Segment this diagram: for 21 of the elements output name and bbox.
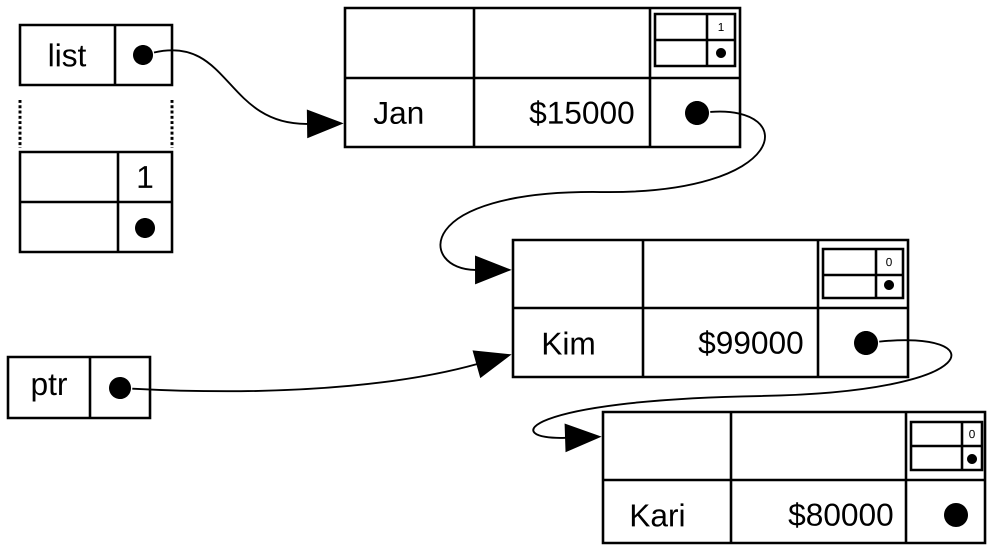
pointer-dot (884, 280, 894, 290)
cell-text: $80000 (788, 502, 892, 528)
pointer-dot (109, 377, 131, 399)
pointer-dot (967, 454, 977, 464)
cell-text: Kari (632, 503, 684, 527)
pointer-dot (716, 48, 726, 58)
cell-text: 1 (718, 22, 724, 32)
cell-text: $15000 (530, 100, 634, 126)
cell-text: Jan (374, 102, 422, 124)
cell-text: 0 (886, 258, 892, 266)
pointer-dot (944, 503, 968, 527)
cell-text: $99000 (698, 330, 802, 356)
cell-text: Kim (544, 332, 594, 354)
cell-text: ptr (32, 374, 67, 402)
pointer-dot (685, 101, 709, 125)
cell-text: list (50, 43, 86, 67)
pointer-dot (135, 218, 155, 238)
pointer-dot (133, 45, 153, 65)
cell-text: 0 (969, 430, 975, 438)
cell-text: 1 (138, 166, 152, 188)
pointer-dot (854, 331, 878, 355)
